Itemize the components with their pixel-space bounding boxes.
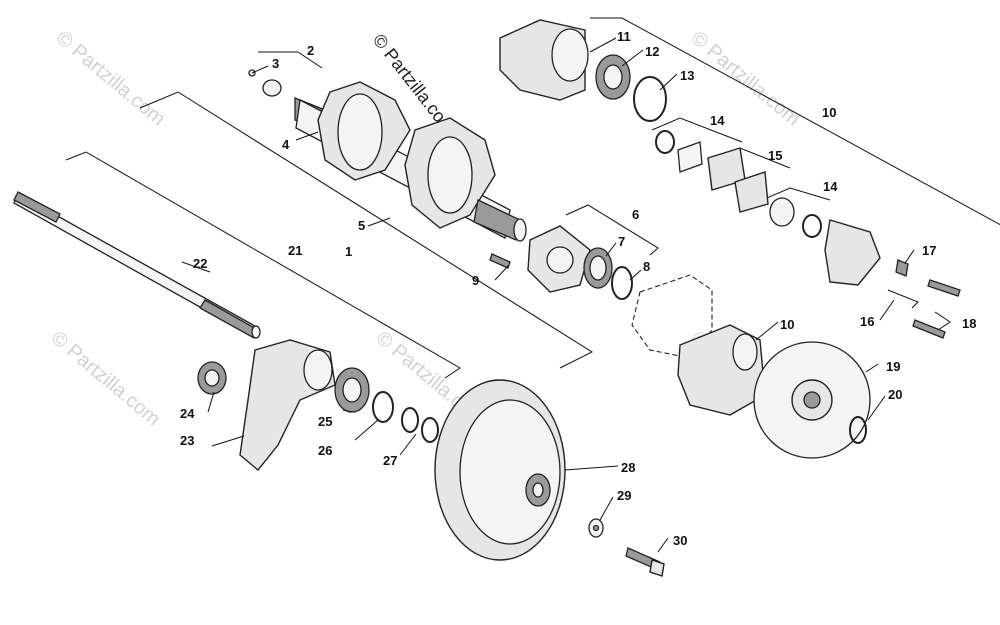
callout-19: 19: [886, 359, 900, 374]
callout-22: 22: [193, 256, 207, 271]
callout-11: 11: [617, 29, 631, 44]
bracket-part-2: [258, 51, 323, 69]
callout-24: 24: [180, 406, 195, 421]
callout-1: 1: [345, 244, 352, 259]
callout-2: 2: [307, 43, 314, 58]
callout-30: 30: [673, 533, 687, 548]
callout-23: 23: [180, 433, 194, 448]
callout-13: 13: [680, 68, 694, 83]
callout-5: 5: [358, 218, 365, 233]
callout-16: 16: [860, 314, 874, 329]
leader-lines: [181, 37, 915, 553]
washer-bolt-part-29-30: [588, 518, 665, 577]
callout-18: 18: [962, 316, 976, 331]
callout-21: 21: [288, 243, 302, 258]
callout-10-top: 10: [822, 105, 836, 120]
bearing-rings-part-25-27: [334, 367, 439, 443]
drive-sprocket-assembly-part-4-5: [248, 69, 527, 242]
watermark-left-top: © Partzilla.com: [52, 27, 169, 130]
callout-26: 26: [318, 443, 332, 458]
callout-14-bottom: 14: [823, 179, 838, 194]
callout-8: 8: [643, 259, 650, 274]
callout-17: 17: [922, 243, 936, 258]
callout-numbers: 1 2 3 4 5 6 7 8 9 10 10 11 12 13 14 14 1…: [180, 29, 976, 548]
callout-25: 25: [318, 414, 332, 429]
callout-27: 27: [383, 453, 397, 468]
callout-9: 9: [472, 273, 479, 288]
bracket-part-18: [934, 311, 951, 333]
watermark-right-top: © Partzilla.com: [687, 27, 804, 130]
callout-28: 28: [621, 460, 635, 475]
bracket-part-14-bottom: [761, 187, 831, 201]
brake-disc-part-19: [753, 341, 871, 459]
caliper-housing-part-10-top: [499, 19, 961, 339]
callout-20: 20: [888, 387, 902, 402]
callout-3: 3: [272, 56, 279, 71]
callout-7: 7: [618, 234, 625, 249]
bracket-part-1-top: [139, 91, 594, 369]
callout-29: 29: [617, 488, 631, 503]
brake-assembly-lower: [631, 274, 766, 416]
clutch-sheave-part-28: [434, 379, 566, 561]
callout-12: 12: [645, 44, 659, 59]
callout-6: 6: [632, 207, 639, 222]
bearing-plate-part-6: [489, 225, 633, 300]
bracket-part-14-top: [651, 117, 743, 143]
bracket-part-6: [565, 204, 659, 256]
callout-10-bottom: 10: [780, 317, 794, 332]
shaft-part-22: [13, 191, 261, 339]
watermark-left-bottom: © Partzilla.com: [47, 327, 164, 430]
callout-4: 4: [282, 137, 290, 152]
callout-15: 15: [768, 148, 782, 163]
callout-14-top: 14: [710, 113, 725, 128]
bracket-part-21: [65, 151, 461, 379]
bracket-part-23: [197, 339, 336, 471]
bracket-part-10-top: [590, 17, 1000, 226]
